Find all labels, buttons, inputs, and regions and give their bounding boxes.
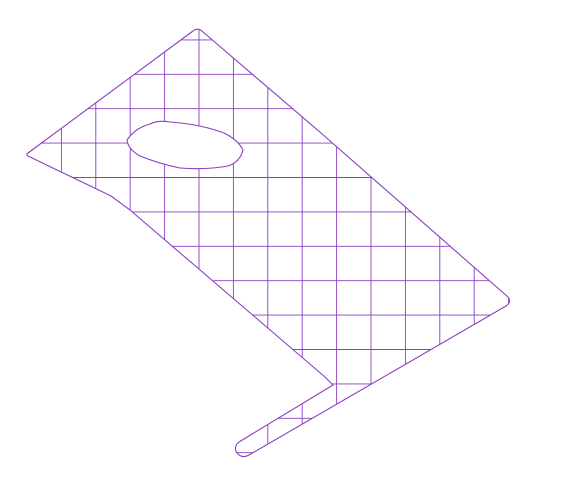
region-outer-boundary [26,28,511,458]
region-hole-boundary [126,120,244,170]
